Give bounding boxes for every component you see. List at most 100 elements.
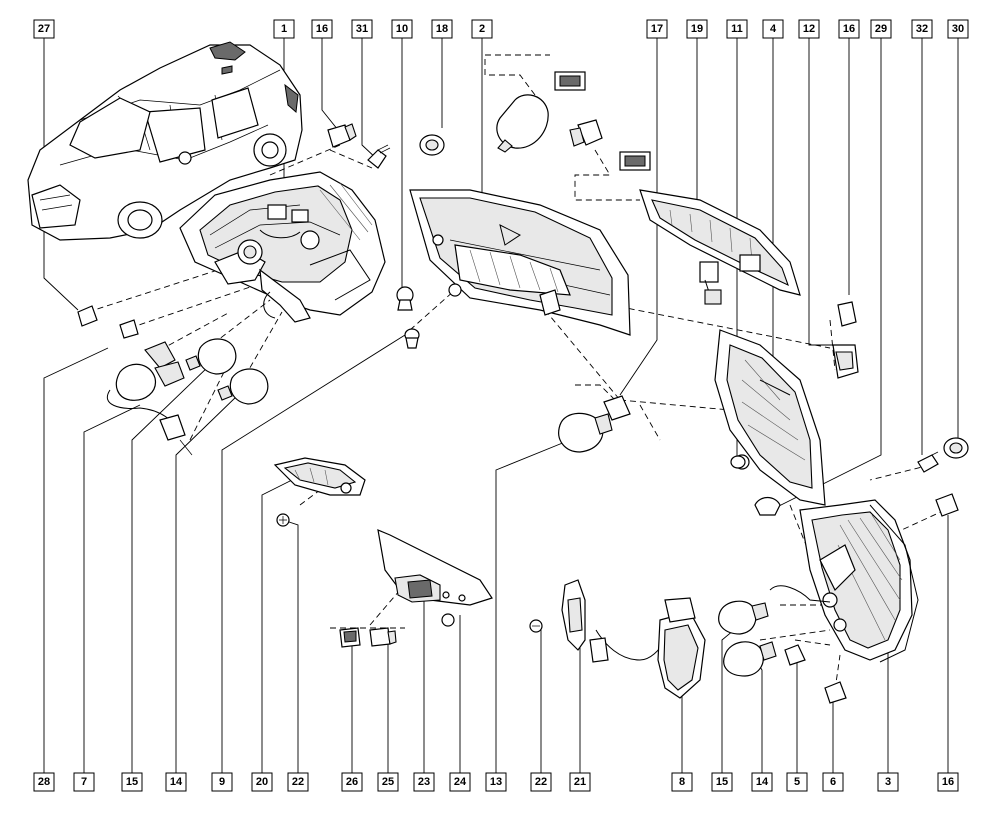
callout-29-top: 29	[870, 19, 892, 39]
svg-text:2: 2	[479, 23, 485, 35]
screw-32	[917, 451, 939, 473]
svg-text:22: 22	[535, 776, 547, 788]
svg-text:9: 9	[219, 776, 225, 788]
svg-text:1: 1	[281, 23, 287, 35]
bulb-2-main	[496, 71, 586, 153]
bulb-16-mid	[837, 301, 857, 327]
svg-text:16: 16	[316, 23, 328, 35]
svg-text:4: 4	[770, 23, 777, 35]
harness-7	[107, 341, 193, 456]
grommet-18	[419, 134, 445, 156]
tailgate-lamp-assembly	[409, 189, 631, 336]
svg-text:19: 19	[691, 23, 703, 35]
callout-15a-bottom: 15	[121, 772, 143, 792]
svg-text:13: 13	[490, 776, 502, 788]
bulb-17-lower	[603, 395, 631, 421]
right-lower-lamp-3	[799, 499, 919, 663]
clip-6	[824, 681, 847, 704]
svg-text:27: 27	[38, 23, 50, 35]
callout-26-bottom: 26	[341, 772, 363, 792]
bulb-16-right	[935, 493, 959, 517]
callout-14b-bottom: 14	[751, 772, 773, 792]
grommet-30	[943, 437, 969, 459]
bulb-15-right	[718, 585, 831, 635]
svg-text:16: 16	[843, 23, 855, 35]
bulb-14-left	[217, 368, 269, 405]
svg-text:22: 22	[292, 776, 304, 788]
svg-text:10: 10	[396, 23, 408, 35]
callout-16b-top: 16	[838, 19, 860, 39]
screw-31	[367, 144, 391, 169]
svg-text:8: 8	[679, 776, 685, 788]
svg-text:30: 30	[952, 23, 964, 35]
svg-text:17: 17	[651, 23, 663, 35]
callout-31-top: 31	[351, 19, 373, 39]
bulb-holder-12	[832, 344, 859, 379]
callout-22a-bottom: 22	[287, 772, 309, 792]
bulb-17-small	[569, 119, 651, 171]
svg-text:25: 25	[382, 776, 394, 788]
callout-25-bottom: 25	[377, 772, 399, 792]
svg-text:15: 15	[126, 776, 138, 788]
svg-text:24: 24	[454, 776, 467, 788]
svg-text:21: 21	[574, 776, 586, 788]
callout-18-top: 18	[431, 19, 453, 39]
callout-11-top: 11	[726, 19, 748, 39]
top-callouts: 27 1 16 31 10 18 2 17 19 11 4 12 16 29 3…	[33, 19, 969, 39]
reflector-20	[273, 457, 366, 496]
clip-9	[404, 328, 420, 349]
callout-22b-bottom: 22	[530, 772, 552, 792]
callout-28-bottom: 28	[33, 772, 55, 792]
svg-text:31: 31	[356, 23, 368, 35]
screw-24	[441, 613, 455, 627]
clip-5	[784, 644, 806, 666]
callout-4-top: 4	[762, 19, 784, 39]
bulb-holder-13	[558, 412, 613, 453]
svg-text:6: 6	[830, 776, 836, 788]
callout-9-bottom: 9	[211, 772, 233, 792]
svg-text:15: 15	[716, 776, 728, 788]
callout-6-bottom: 6	[822, 772, 844, 792]
clip-27	[77, 305, 98, 327]
vehicle-illustration	[27, 41, 303, 241]
svg-text:23: 23	[418, 776, 430, 788]
svg-text:14: 14	[756, 776, 769, 788]
svg-text:28: 28	[38, 776, 50, 788]
callout-20-bottom: 20	[251, 772, 273, 792]
clip-28	[119, 319, 139, 339]
bracket-21	[561, 579, 586, 651]
callout-12-top: 12	[798, 19, 820, 39]
bulb-14-right	[723, 641, 777, 677]
callout-16-bottom: 16	[937, 772, 959, 792]
svg-text:11: 11	[731, 23, 743, 35]
callout-14a-bottom: 14	[165, 772, 187, 792]
screw-22-right	[529, 619, 543, 633]
bulb-25	[369, 627, 397, 647]
svg-text:7: 7	[81, 776, 87, 788]
svg-text:16: 16	[942, 776, 954, 788]
callout-32-top: 32	[911, 19, 933, 39]
svg-text:29: 29	[875, 23, 887, 35]
callout-30-top: 30	[947, 19, 969, 39]
svg-text:12: 12	[803, 23, 815, 35]
callout-7-bottom: 7	[73, 772, 95, 792]
callout-21-bottom: 21	[569, 772, 591, 792]
holder-26	[339, 627, 361, 648]
callout-27-top: 27	[33, 19, 55, 39]
callout-5-bottom: 5	[786, 772, 808, 792]
callout-15b-bottom: 15	[711, 772, 733, 792]
bulb-15-left	[185, 338, 237, 375]
callout-2-top: 2	[471, 19, 493, 39]
clip-11	[730, 455, 746, 469]
callout-19-top: 19	[686, 19, 708, 39]
svg-text:26: 26	[346, 776, 358, 788]
clip-10	[396, 286, 414, 311]
svg-text:5: 5	[794, 776, 800, 788]
svg-text:14: 14	[170, 776, 183, 788]
callout-17-top: 17	[646, 19, 668, 39]
left-rear-lamp-assembly	[179, 171, 386, 323]
callout-8-bottom: 8	[671, 772, 693, 792]
harness-8	[589, 597, 706, 699]
callout-24-bottom: 24	[449, 772, 471, 792]
